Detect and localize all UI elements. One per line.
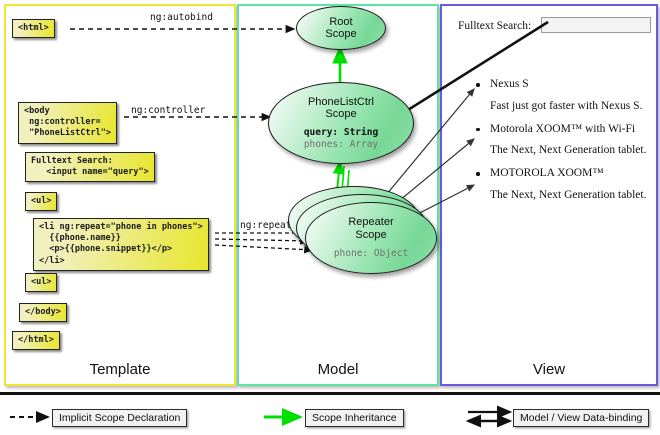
bullet-icon: [476, 172, 480, 176]
repeater-scope: Repeater Scope phone: Object: [305, 202, 437, 274]
phone-snippet: The Next, Next Generation tablet.: [490, 144, 647, 157]
phonelistctrl-scope: PhoneListCtrl Scope query: String phones…: [268, 82, 414, 164]
view-rendered-page: Fulltext Search: Nexus S Fast just got f…: [442, 6, 656, 384]
bullet-icon: [476, 83, 480, 87]
bullet-icon: [476, 127, 480, 132]
phone-snippet: Fast just got faster with Nexus S.: [490, 99, 643, 112]
search-input[interactable]: [541, 17, 651, 33]
view-search-label: Fulltext Search:: [458, 20, 532, 32]
phonelistctrl-scope-title: PhoneListCtrl Scope: [307, 95, 375, 121]
column-label-view: View: [532, 361, 566, 378]
ul-open-box: <ul>: [25, 192, 58, 212]
column-view: View Fulltext Search: Nexus S Fast just …: [440, 4, 658, 386]
phone-name: MOTOROLA XOOM™: [490, 167, 604, 180]
phone-list: Nexus S Fast just got faster with Nexus …: [476, 78, 656, 212]
scope-property: query: String: [303, 127, 379, 139]
column-label-template: Template: [89, 361, 151, 378]
list-item: Nexus S Fast just got faster with Nexus …: [476, 78, 656, 112]
root-scope-title: Root Scope: [325, 15, 357, 40]
edge-label-ng-autobind: ng:autobind: [150, 12, 213, 23]
body-close-box: </body>: [19, 303, 67, 323]
column-label-model: Model: [317, 361, 359, 378]
html-open-box: <html>: [12, 19, 55, 39]
scope-property: phones: Array: [303, 138, 379, 150]
phone-name: Nexus S: [490, 78, 529, 90]
phone-snippet: The Next, Next Generation tablet.: [490, 188, 647, 201]
legend-model-view-data-binding: Model / View Data-binding: [513, 409, 650, 427]
repeater-scope-props: phone: Object: [334, 248, 408, 259]
body-box: <body ng:controller= "PhoneListCtrl">: [18, 102, 117, 144]
html-close-box: </html>: [12, 331, 60, 351]
phonelistctrl-scope-props: query: String phones: Array: [304, 127, 378, 150]
repeater-scope-title: Repeater Scope: [348, 216, 394, 241]
list-item: Motorola XOOM™ with Wi-Fi The Next, Next…: [476, 122, 656, 157]
legend-scope-inheritance: Scope Inheritance: [305, 409, 404, 427]
fulltext-search-box: Fulltext Search: <input name="query">: [25, 152, 155, 183]
phone-name: Motorola XOOM™ with Wi-Fi: [490, 122, 636, 135]
legend-implicit-scope-declaration: Implicit Scope Declaration: [52, 409, 188, 427]
li-repeat-box: <li ng:repeat="phone in phones"> {{phone…: [33, 218, 209, 271]
ul-close-box: <ul>: [25, 273, 58, 293]
edge-label-ng-repeat: ng:repeat: [240, 220, 292, 231]
list-item: MOTOROLA XOOM™ The Next, Next Generation…: [476, 167, 656, 201]
root-scope: Root Scope: [296, 6, 386, 50]
legend-divider: [0, 392, 660, 395]
edge-label-ng-controller: ng:controller: [131, 105, 206, 116]
scope-property: phone: Object: [333, 248, 409, 260]
